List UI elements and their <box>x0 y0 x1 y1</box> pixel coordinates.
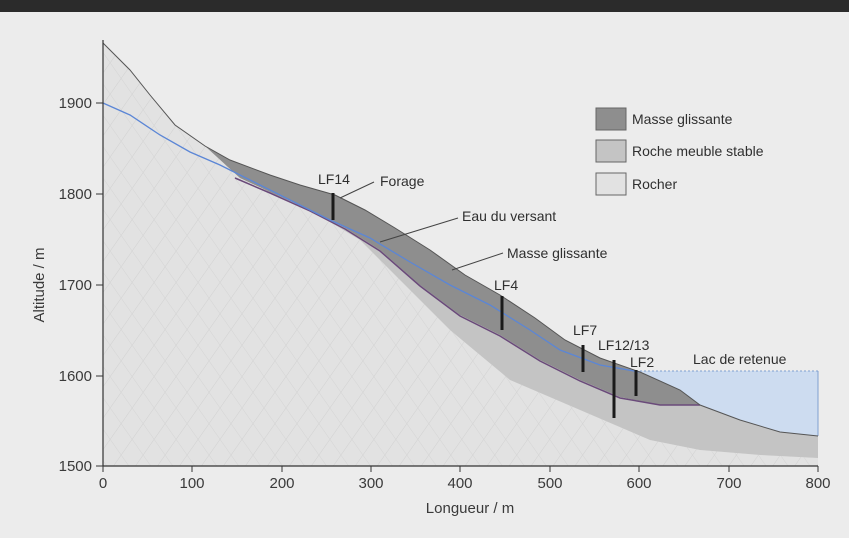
label-lf4: LF4 <box>494 277 518 293</box>
loose-rock-area <box>205 146 818 458</box>
x-tick-0: 0 <box>99 475 107 492</box>
label-lf7: LF7 <box>573 322 597 338</box>
x-axis-ticks <box>102 466 819 472</box>
y-tick-1700: 1700 <box>59 277 92 294</box>
x-axis-title: Longueur / m <box>426 500 514 517</box>
label-lf12-13: LF12/13 <box>598 337 650 353</box>
x-tick-700: 700 <box>716 475 741 492</box>
x-tick-500: 500 <box>537 475 562 492</box>
eau-leader <box>379 217 459 243</box>
y-axis-title: Altitude / m <box>31 247 48 322</box>
legend-label-sliding-mass: Masse glissante <box>632 111 733 127</box>
groundwater-line <box>102 102 641 373</box>
x-tick-100: 100 <box>179 475 204 492</box>
y-tick-1600: 1600 <box>59 368 92 385</box>
x-tick-400: 400 <box>447 475 472 492</box>
x-tick-800: 800 <box>805 475 830 492</box>
lake-label: Lac de retenue <box>693 351 787 367</box>
label-lf14: LF14 <box>318 171 350 187</box>
legend-label-loose-rock: Roche meuble stable <box>632 143 764 159</box>
forage-label: Forage <box>380 173 425 189</box>
forage-leader <box>339 181 375 199</box>
legend-swatch-loose-rock <box>595 139 627 163</box>
masse-leader <box>451 252 504 271</box>
eau-label: Eau du versant <box>462 208 556 224</box>
top-bar <box>0 0 849 12</box>
y-tick-1500: 1500 <box>59 458 92 475</box>
x-tick-300: 300 <box>358 475 383 492</box>
y-tick-1900: 1900 <box>59 95 92 112</box>
shear-surface-line <box>234 177 700 406</box>
terrain-outline <box>102 42 819 437</box>
legend-swatch-sliding-mass <box>595 107 627 131</box>
masse-label: Masse glissante <box>507 245 608 261</box>
label-lf2: LF2 <box>630 354 654 370</box>
lake-area <box>640 371 818 436</box>
legend-swatch-bedrock <box>595 172 627 196</box>
legend-label-bedrock: Rocher <box>632 176 677 192</box>
legend: Masse glissante Roche meuble stable Roch… <box>595 107 764 196</box>
x-tick-600: 600 <box>626 475 651 492</box>
sliding-mass-area <box>205 146 700 405</box>
x-tick-200: 200 <box>269 475 294 492</box>
y-tick-1800: 1800 <box>59 186 92 203</box>
y-axis-ticks <box>96 102 103 467</box>
